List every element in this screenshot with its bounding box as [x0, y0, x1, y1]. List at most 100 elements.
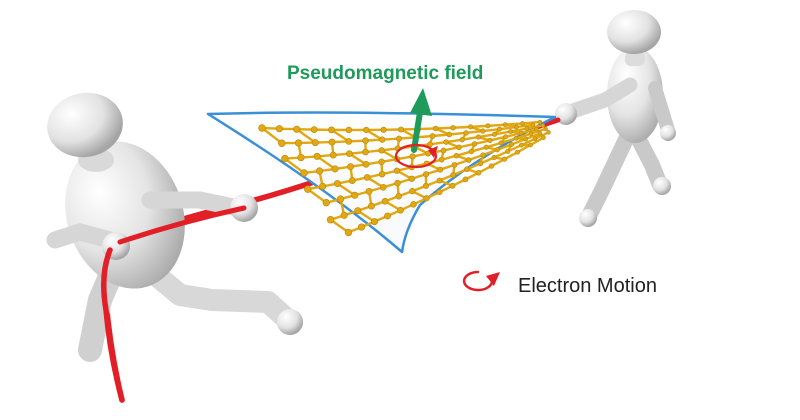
lattice-atom [487, 137, 493, 143]
lattice-atom [384, 212, 391, 220]
lattice-atom [505, 148, 511, 154]
lattice-atom [396, 135, 403, 142]
lattice-atom [318, 182, 327, 191]
lattice-atom [515, 149, 520, 155]
graphene-lattice [258, 119, 551, 237]
lattice-bond [487, 123, 506, 128]
lattice-atom [378, 170, 386, 178]
pseudomagnetic-field-label: Pseudomagnetic field [287, 63, 483, 84]
lattice-bond [507, 144, 522, 153]
lattice-bond [499, 125, 517, 131]
lattice-atom [436, 189, 443, 196]
pseudomagnetic-field-arrow [410, 88, 432, 153]
lattice-atom [537, 119, 543, 125]
lattice-atom [518, 142, 524, 148]
lattice-atom [300, 169, 308, 177]
lattice-atom [297, 153, 305, 162]
lattice-atom [518, 130, 524, 136]
lattice-atom [293, 125, 301, 133]
lattice-atom [480, 152, 486, 158]
lattice-bond [530, 127, 547, 135]
lattice-atom [409, 188, 416, 195]
lattice-atom [541, 135, 546, 140]
lattice-atom [328, 138, 336, 146]
lattice-bond [418, 127, 436, 131]
lattice-atom [275, 125, 283, 133]
lattice-bond [296, 128, 317, 144]
lattice-atom [520, 121, 525, 126]
graphene-sheet [206, 111, 557, 254]
lattice-atom [398, 126, 404, 133]
lattice-atom [509, 142, 514, 147]
lattice-atom [397, 206, 404, 214]
lattice-atom [429, 133, 436, 139]
lattice-atom [494, 147, 500, 153]
lattice-atom [513, 124, 519, 130]
circular-arrow-icon [462, 270, 500, 292]
lattice-atom [543, 126, 548, 132]
lattice-bond [534, 131, 550, 140]
lattice-atom [475, 170, 482, 176]
lattice-atom [313, 152, 321, 160]
lattice-atom [463, 130, 469, 136]
lattice-atom [501, 156, 508, 162]
lattice-atom [450, 125, 456, 131]
electron-orbit-icon [394, 143, 438, 169]
lattice-atom [459, 137, 465, 143]
lattice-bond [449, 131, 467, 136]
lattice-atom [523, 136, 529, 142]
lattice-atom [433, 125, 439, 132]
lattice-bond [522, 120, 541, 125]
lattice-bond [316, 155, 336, 170]
lattice-atom [378, 147, 385, 154]
lattice-atom [368, 202, 375, 210]
lattice-atom [336, 195, 345, 203]
lattice-atom [363, 126, 370, 134]
lattice-atom [528, 142, 533, 148]
left-rope-front [101, 247, 125, 403]
lattice-atom [346, 150, 353, 157]
lattice-atom [546, 130, 551, 135]
lattice-atom [409, 153, 416, 160]
lattice-atom [328, 126, 335, 134]
lattice-atom [408, 175, 415, 182]
lattice-atom [450, 172, 457, 178]
lattice-atom [345, 138, 353, 145]
lattice-bond [505, 131, 522, 138]
lattice-atom [462, 176, 469, 183]
lattice-atom [492, 131, 497, 137]
lattice-atom [446, 131, 453, 138]
lattice-atom [322, 198, 330, 207]
lattice-atom [345, 126, 353, 134]
lattice-bond [489, 135, 506, 142]
lattice-atom [362, 137, 369, 144]
lattice-atom [485, 123, 491, 129]
lattice-atom [294, 139, 303, 147]
lattice-atom [311, 139, 319, 147]
lattice-atom [347, 163, 354, 171]
lattice-bond [453, 125, 471, 129]
lattice-atom [480, 128, 486, 134]
lattice-atom [326, 216, 335, 224]
lattice-atom [471, 141, 478, 147]
lattice-atom [344, 228, 353, 237]
lattice-atom [362, 148, 369, 156]
lattice-atom [422, 171, 430, 178]
lattice-atom [456, 144, 462, 151]
lattice-atom [331, 165, 339, 173]
lattice-atom [443, 139, 449, 145]
lattice-atom [423, 195, 430, 202]
lattice-atom [449, 182, 456, 189]
lattice-atom [464, 166, 470, 173]
lattice-atom [466, 157, 472, 163]
lattice-atom [365, 187, 373, 195]
lattice-atom [310, 126, 318, 134]
lattice-atom [497, 126, 503, 132]
lattice-atom [333, 180, 341, 188]
lattice-bond [482, 127, 500, 133]
lattice-atom [278, 139, 286, 147]
lattice-atom [410, 201, 417, 208]
lattice-atom [304, 185, 312, 193]
lattice-atom [537, 131, 543, 136]
